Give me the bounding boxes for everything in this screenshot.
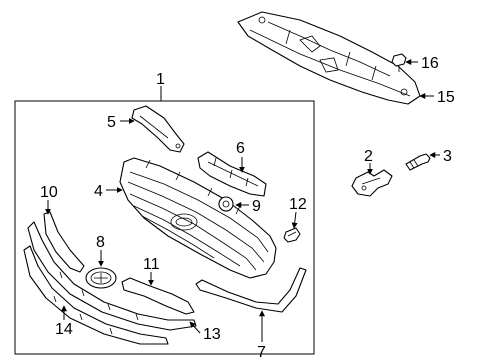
callout-14: 14 xyxy=(55,321,73,338)
callout-7: 7 xyxy=(257,344,266,360)
callout-1: 1 xyxy=(156,71,165,88)
assembly-frame xyxy=(14,100,315,355)
part-2-bracket xyxy=(351,169,393,197)
leader-lines xyxy=(45,59,440,342)
part-12-screw xyxy=(283,227,301,243)
part-8-emblem xyxy=(85,267,117,289)
callout-3: 3 xyxy=(443,148,452,165)
callout-labels: 1 5 6 4 16 15 2 3 9 12 10 8 11 7 13 14 xyxy=(40,55,455,360)
callout-8: 8 xyxy=(96,234,105,251)
part-16-bolt xyxy=(391,53,407,72)
part-5-bracket xyxy=(131,105,185,153)
part-6-molding xyxy=(197,151,267,197)
callout-6: 6 xyxy=(236,140,245,157)
part-10-garnish xyxy=(43,211,85,273)
callout-2: 2 xyxy=(364,148,373,165)
callout-11: 11 xyxy=(143,256,160,273)
part-3-bolt xyxy=(405,153,431,171)
part-9-clip xyxy=(218,196,234,212)
callout-5: 5 xyxy=(107,114,116,131)
part-13-garnish xyxy=(27,221,197,331)
part-7-seal xyxy=(195,267,307,313)
part-11-molding xyxy=(121,277,195,315)
callout-10: 10 xyxy=(40,184,58,201)
part-4-grille xyxy=(119,157,277,279)
callout-9: 9 xyxy=(252,198,261,215)
callout-16: 16 xyxy=(421,55,439,72)
callout-12: 12 xyxy=(289,196,307,213)
callout-15: 15 xyxy=(437,89,455,106)
callout-4: 4 xyxy=(94,183,103,200)
part-15-upper-cover xyxy=(237,11,421,105)
part-14-trim xyxy=(23,245,169,345)
callout-13: 13 xyxy=(203,326,221,343)
